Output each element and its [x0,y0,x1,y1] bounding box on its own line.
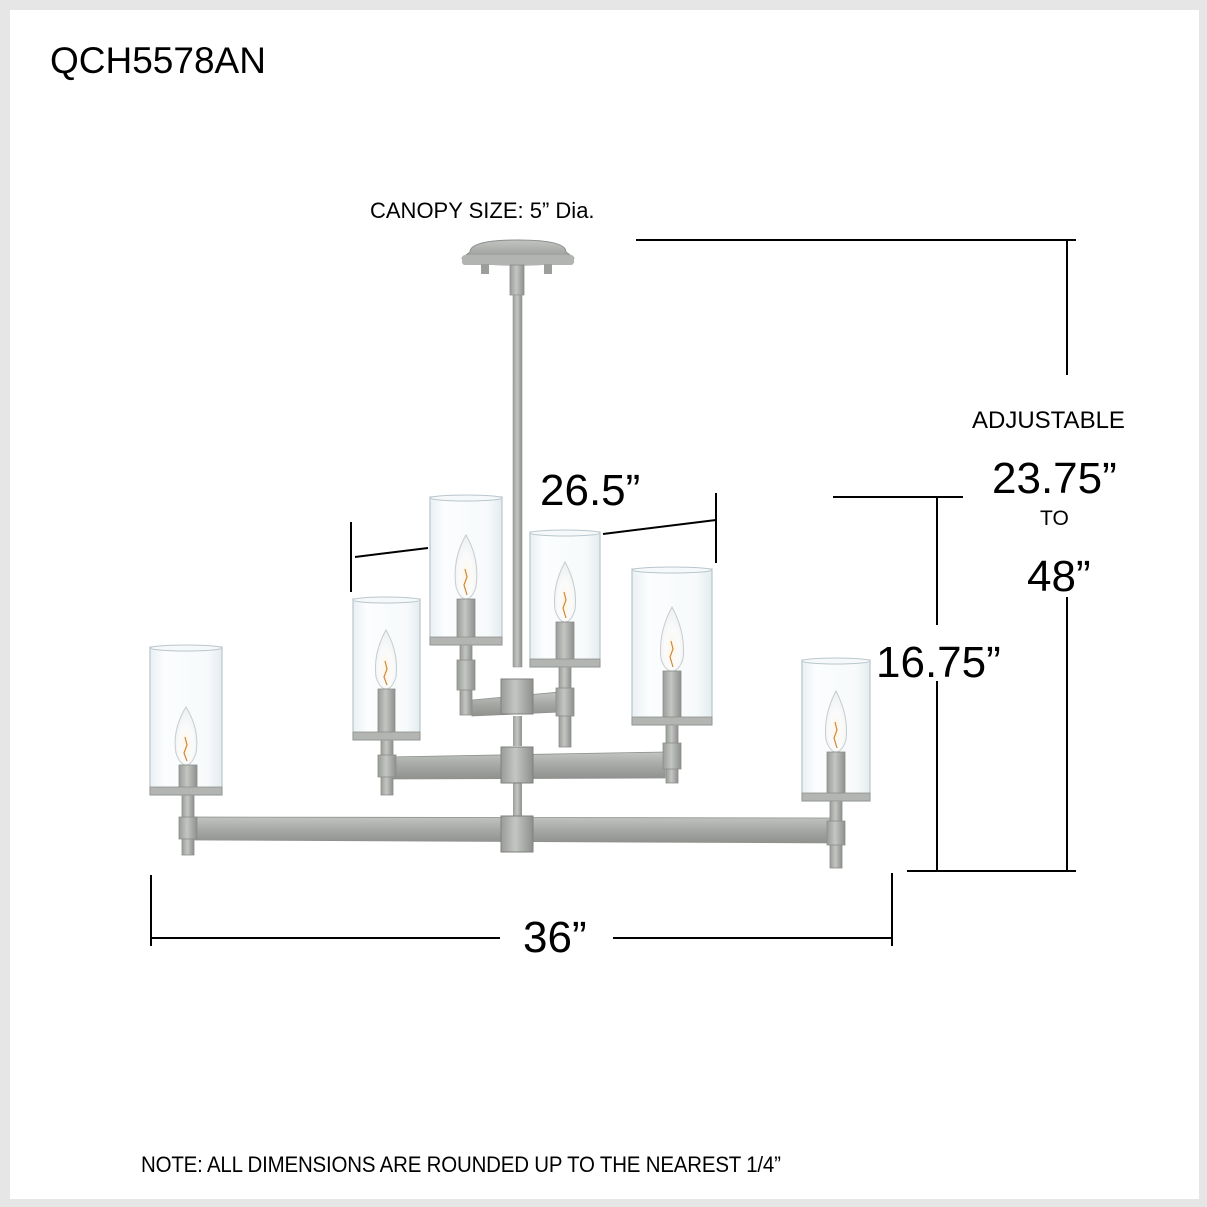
lamp-5 [631,566,713,784]
body-height-dimension: 16.75” [876,638,1001,687]
adjustable-to-label: TO [1040,507,1069,530]
dimension-lines [150,239,1076,946]
canopy-size-label: CANOPY SIZE: 5” Dia. [370,198,595,223]
overall-width-dimension: 36” [523,913,587,962]
hub-middle [500,746,534,784]
lamp-3 [429,494,503,716]
stem [512,294,523,668]
lamp-6 [801,657,871,869]
adjustable-max-dimension: 48” [1027,552,1091,601]
model-number-title: QCH5578AN [50,40,266,81]
lamp-1 [149,644,223,856]
spec-sheet: QCH5578AN CANOPY SIZE: 5” Dia. ADJUSTABL… [10,10,1199,1199]
lamp-2 [352,596,421,796]
lamp-4 [529,529,601,748]
hub-top [500,678,534,715]
adjustable-min-dimension: 23.75” [992,454,1117,503]
canopy [461,239,575,296]
adjustable-label: ADJUSTABLE [972,407,1125,434]
inner-width-dimension: 26.5” [540,466,641,515]
arms [194,678,839,853]
hub-bottom [500,815,534,853]
rounding-note: NOTE: ALL DIMENSIONS ARE ROUNDED UP TO T… [141,1152,781,1177]
